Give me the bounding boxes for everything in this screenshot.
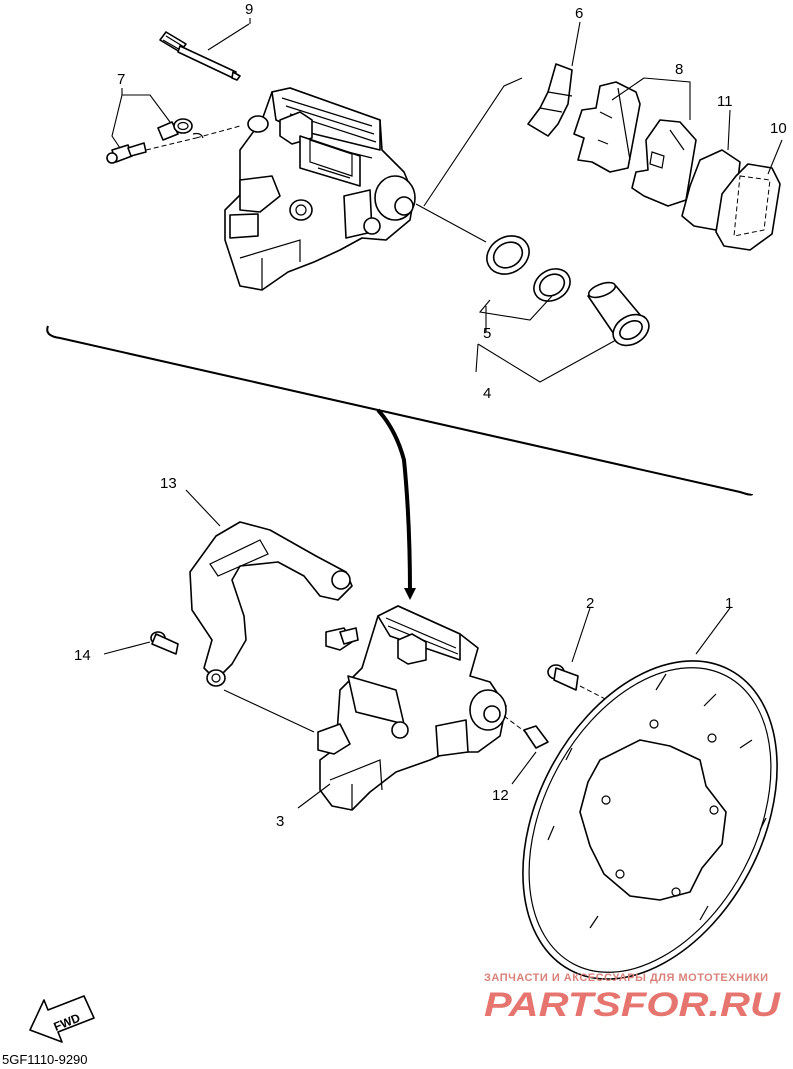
part-2-disc-bolt xyxy=(547,664,579,691)
upper-caliper-body xyxy=(224,87,416,291)
callout-1: 1 xyxy=(725,595,733,612)
part-8-brake-pads xyxy=(573,81,697,207)
callout-7: 7 xyxy=(117,71,125,88)
callout-14: 14 xyxy=(74,647,91,664)
callout-12: 12 xyxy=(492,787,509,804)
part-12-pin xyxy=(523,725,549,749)
part-6-pad-spring xyxy=(527,63,573,137)
part-13-caliper-bracket xyxy=(189,521,353,687)
assembly-arrow xyxy=(376,408,412,593)
callout-11: 11 xyxy=(717,93,733,110)
part-14-bolt xyxy=(150,631,179,655)
watermark-caption: ЗАПЧАСТИ И АКСЕССУАРЫ ДЛЯ МОТОТЕХНИКИ xyxy=(484,972,769,984)
callout-8: 8 xyxy=(675,61,683,78)
part-3-caliper-assembly xyxy=(317,605,507,811)
part-1-brake-disc xyxy=(522,660,778,980)
callout-10: 10 xyxy=(770,120,787,137)
part-10-pad-shim-outer xyxy=(715,163,781,251)
watermark-logo-text: PARTSFOR.RU xyxy=(484,986,782,1024)
part-7-bleed-screw xyxy=(106,118,204,164)
callout-6: 6 xyxy=(575,5,583,22)
part-4-piston xyxy=(587,281,650,347)
callout-5: 5 xyxy=(483,325,491,342)
section-separator xyxy=(46,325,753,496)
fwd-direction-arrow: FWD xyxy=(29,995,95,1043)
part-5-seals xyxy=(486,235,571,302)
diagram-code: 5GF1110-9290 xyxy=(2,1052,88,1067)
callout-9: 9 xyxy=(245,1,253,18)
callout-2: 2 xyxy=(586,595,594,612)
callout-4: 4 xyxy=(483,385,491,402)
part-9-pin-bolt xyxy=(159,31,241,81)
callout-3: 3 xyxy=(276,813,284,830)
callout-13: 13 xyxy=(160,475,177,492)
watermark-logo: PARTSFOR.RU xyxy=(484,986,782,1024)
